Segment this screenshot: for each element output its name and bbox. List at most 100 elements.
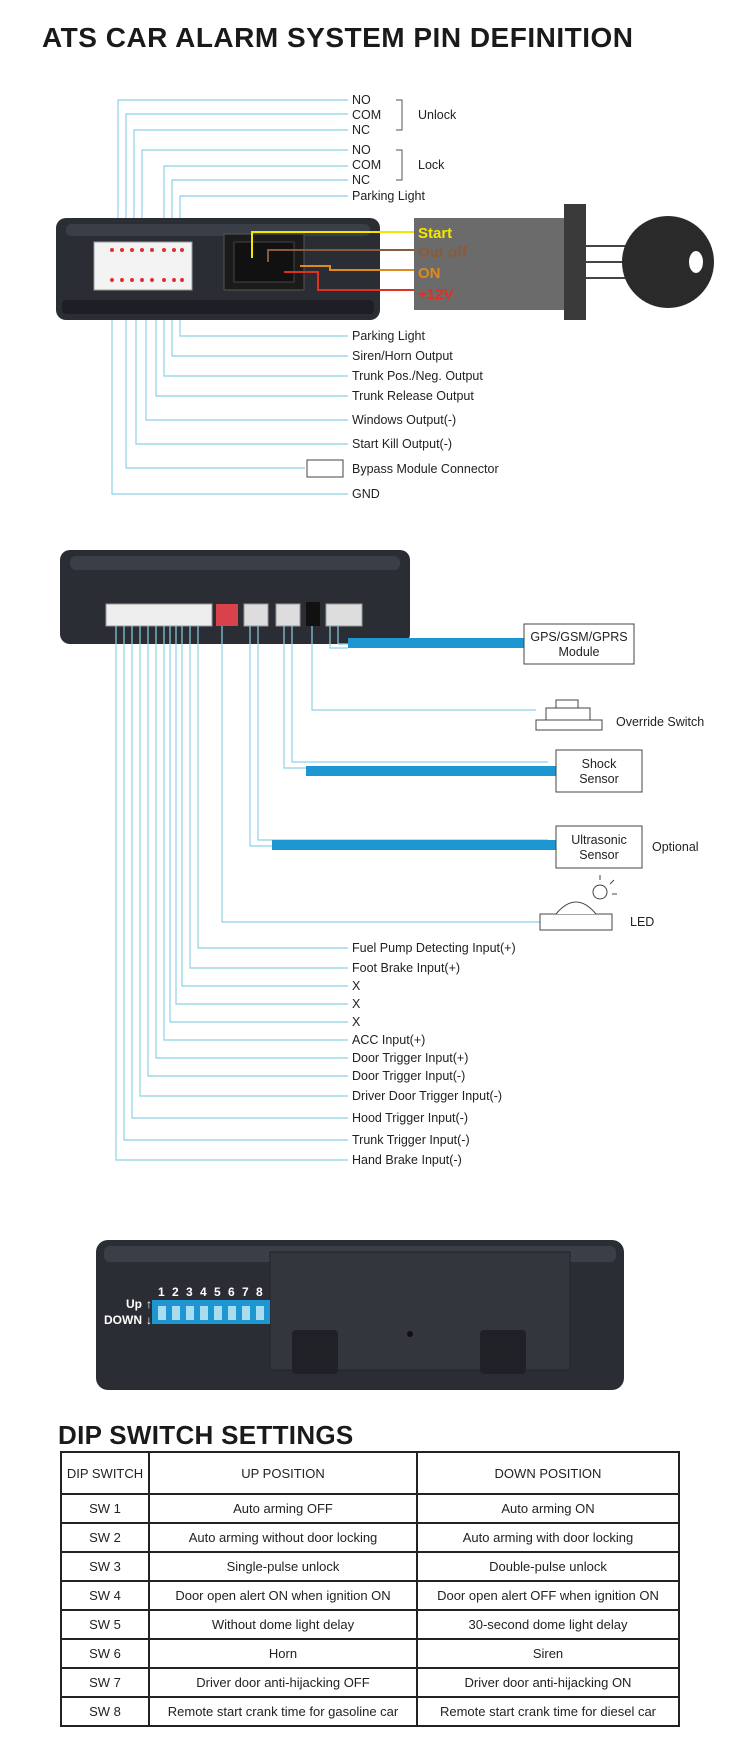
- cell-down: Double-pulse unlock: [416, 1551, 680, 1582]
- led-icon: [539, 875, 617, 931]
- bottom-label-siren: Siren/Horn Output: [352, 349, 453, 363]
- ultrasonic-sensor-label-1: Ultrasonic: [571, 833, 627, 847]
- dip-down-label: DOWN: [104, 1313, 142, 1327]
- unlock-label: Unlock: [418, 108, 457, 122]
- top-label-lock-no: NO: [352, 143, 371, 157]
- top-label-unlock-nc: NC: [352, 123, 370, 137]
- optional-label: Optional: [652, 840, 699, 854]
- dip-num-6: 6: [228, 1285, 235, 1299]
- shock-sensor-label-2: Sensor: [579, 772, 619, 786]
- section3-dip-module: Up ↑ DOWN ↓ 1 2 3 4 5 6 7 8: [96, 1240, 624, 1390]
- override-switch-label: Override Switch: [616, 715, 704, 729]
- cell-up: Auto arming without door locking: [148, 1522, 418, 1553]
- unlock-bracket: [396, 99, 403, 131]
- top-label-lock-com: COM: [352, 158, 381, 172]
- ignition-12v-label: +12V: [418, 286, 453, 303]
- dip-num-7: 7: [242, 1285, 249, 1299]
- header-down-position: DOWN POSITION: [416, 1451, 680, 1495]
- ignition-outoff-label: Out off: [418, 244, 468, 261]
- bypass-connector-icon: [306, 459, 344, 478]
- cell-up: Single-pulse unlock: [148, 1551, 418, 1582]
- bottom-label-trunk-release: Trunk Release Output: [352, 389, 474, 403]
- lock-bracket: [396, 149, 403, 181]
- cell-up: Auto arming OFF: [148, 1493, 418, 1524]
- input-label-door-trigger-neg: Door Trigger Input(-): [352, 1069, 465, 1083]
- dip-settings-table: DIP SWITCH UP POSITION DOWN POSITION SW …: [60, 1451, 680, 1727]
- cell-switch: SW 8: [60, 1696, 150, 1727]
- dip-num-1: 1: [158, 1285, 165, 1299]
- header-up-position: UP POSITION: [148, 1451, 418, 1495]
- table-row: SW 3 Single-pulse unlock Double-pulse un…: [60, 1551, 680, 1582]
- input-label-hood: Hood Trigger Input(-): [352, 1111, 468, 1125]
- input-label-fuel-pump: Fuel Pump Detecting Input(+): [352, 941, 516, 955]
- header-dip-switch: DIP SWITCH: [60, 1451, 150, 1495]
- bottom-label-trunk-pos-neg: Trunk Pos./Neg. Output: [352, 369, 483, 383]
- table-row: SW 2 Auto arming without door locking Au…: [60, 1522, 680, 1553]
- connector-pins: [110, 248, 184, 282]
- table-header-row: DIP SWITCH UP POSITION DOWN POSITION: [60, 1451, 680, 1495]
- led-label: LED: [630, 915, 654, 929]
- ignition-start-label: Start: [418, 225, 452, 242]
- cell-switch: SW 7: [60, 1667, 150, 1698]
- shock-sensor-label-1: Shock: [582, 757, 617, 771]
- shock-sensor-box: [555, 749, 643, 793]
- override-switch-icon: [535, 699, 603, 731]
- cell-down: Remote start crank time for diesel car: [416, 1696, 680, 1727]
- input-wire-bundle: [115, 626, 348, 1161]
- dip-switch-levers: [158, 1306, 264, 1320]
- input-label-x-3: X: [352, 1015, 361, 1029]
- gps-module-label-1: GPS/GSM/GPRS: [530, 630, 627, 644]
- gps-module-box: [523, 623, 635, 665]
- cell-switch: SW 4: [60, 1580, 150, 1611]
- section2-diagram: GPS/GSM/GPRS Module Override Switch Shoc…: [60, 550, 704, 1167]
- cell-switch: SW 3: [60, 1551, 150, 1582]
- page-title: ATS CAR ALARM SYSTEM PIN DEFINITION: [42, 22, 634, 53]
- ignition-on-label: ON: [418, 265, 441, 282]
- gps-cable: [348, 638, 524, 648]
- input-label-x-2: X: [352, 997, 361, 1011]
- cell-switch: SW 1: [60, 1493, 150, 1524]
- table-row: SW 1 Auto arming OFF Auto arming ON: [60, 1493, 680, 1524]
- input-label-foot-brake: Foot Brake Input(+): [352, 961, 460, 975]
- ultrasonic-sensor-label-2: Sensor: [579, 848, 619, 862]
- dip-settings-heading: DIP SWITCH SETTINGS: [58, 1420, 354, 1450]
- top-label-lock-nc: NC: [352, 173, 370, 187]
- input-label-acc: ACC Input(+): [352, 1033, 425, 1047]
- cell-down: 30-second dome light delay: [416, 1609, 680, 1640]
- bottom-label-bypass: Bypass Module Connector: [352, 462, 499, 476]
- top-label-unlock-com: COM: [352, 108, 381, 122]
- table-row: SW 5 Without dome light delay 30-second …: [60, 1609, 680, 1640]
- cell-switch: SW 6: [60, 1638, 150, 1669]
- table-row: SW 8 Remote start crank time for gasolin…: [60, 1696, 680, 1727]
- table-row: SW 4 Door open alert ON when ignition ON…: [60, 1580, 680, 1611]
- dip-num-2: 2: [172, 1285, 179, 1299]
- bottom-label-start-kill: Start Kill Output(-): [352, 437, 452, 451]
- bottom-label-gnd: GND: [352, 487, 380, 501]
- cell-down: Auto arming with door locking: [416, 1522, 680, 1553]
- ignition-key-icon: [622, 216, 714, 308]
- section1-diagram: Start Out off ON +12V NO COM NC NO COM N…: [56, 93, 714, 501]
- top-label-parking-light: Parking Light: [352, 189, 425, 203]
- bottom-label-parking-light: Parking Light: [352, 329, 425, 343]
- main-module-side: [60, 550, 410, 644]
- dip-switch-block: [152, 1300, 270, 1324]
- dip-num-8: 8: [256, 1285, 263, 1299]
- dip-num-4: 4: [200, 1285, 207, 1299]
- lock-label: Lock: [418, 158, 445, 172]
- top-wire-bundle: [117, 99, 348, 250]
- shock-cable: [306, 766, 556, 776]
- ignition-wires: [251, 231, 416, 291]
- cell-switch: SW 2: [60, 1522, 150, 1553]
- cell-down: Siren: [416, 1638, 680, 1669]
- gps-module-label-2: Module: [559, 645, 600, 659]
- cell-down: Auto arming ON: [416, 1493, 680, 1524]
- input-label-door-trigger-pos: Door Trigger Input(+): [352, 1051, 468, 1065]
- cell-up: Door open alert ON when ignition ON: [148, 1580, 418, 1611]
- cell-switch: SW 5: [60, 1609, 150, 1640]
- input-label-x-1: X: [352, 979, 361, 993]
- table-row: SW 6 Horn Siren: [60, 1638, 680, 1669]
- cell-up: Horn: [148, 1638, 418, 1669]
- cell-up: Without dome light delay: [148, 1609, 418, 1640]
- main-module-top: [56, 218, 380, 320]
- input-label-trunk: Trunk Trigger Input(-): [352, 1133, 470, 1147]
